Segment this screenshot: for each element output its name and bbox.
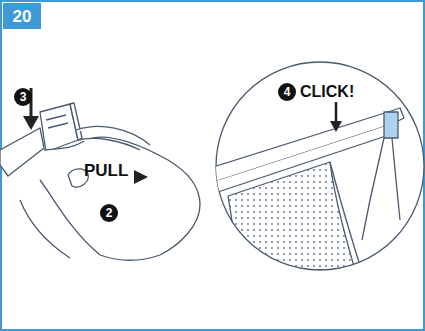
- callout-number-text: 3: [20, 91, 27, 103]
- action-label: CLICK!: [300, 84, 354, 100]
- action-label: PULL: [84, 162, 128, 179]
- step-number: 20: [3, 3, 41, 29]
- step-number-text: 20: [13, 8, 32, 25]
- callout-number: 3: [14, 88, 32, 106]
- buckle-hand: [0, 103, 200, 260]
- callout-number: 2: [100, 204, 118, 222]
- callout-number-text: 4: [284, 86, 291, 98]
- click-arrow: [330, 102, 342, 132]
- callout-number-text: 2: [106, 207, 113, 219]
- pull-arrow: [134, 170, 148, 184]
- detail: [210, 108, 404, 272]
- callout-number: 4: [278, 83, 296, 101]
